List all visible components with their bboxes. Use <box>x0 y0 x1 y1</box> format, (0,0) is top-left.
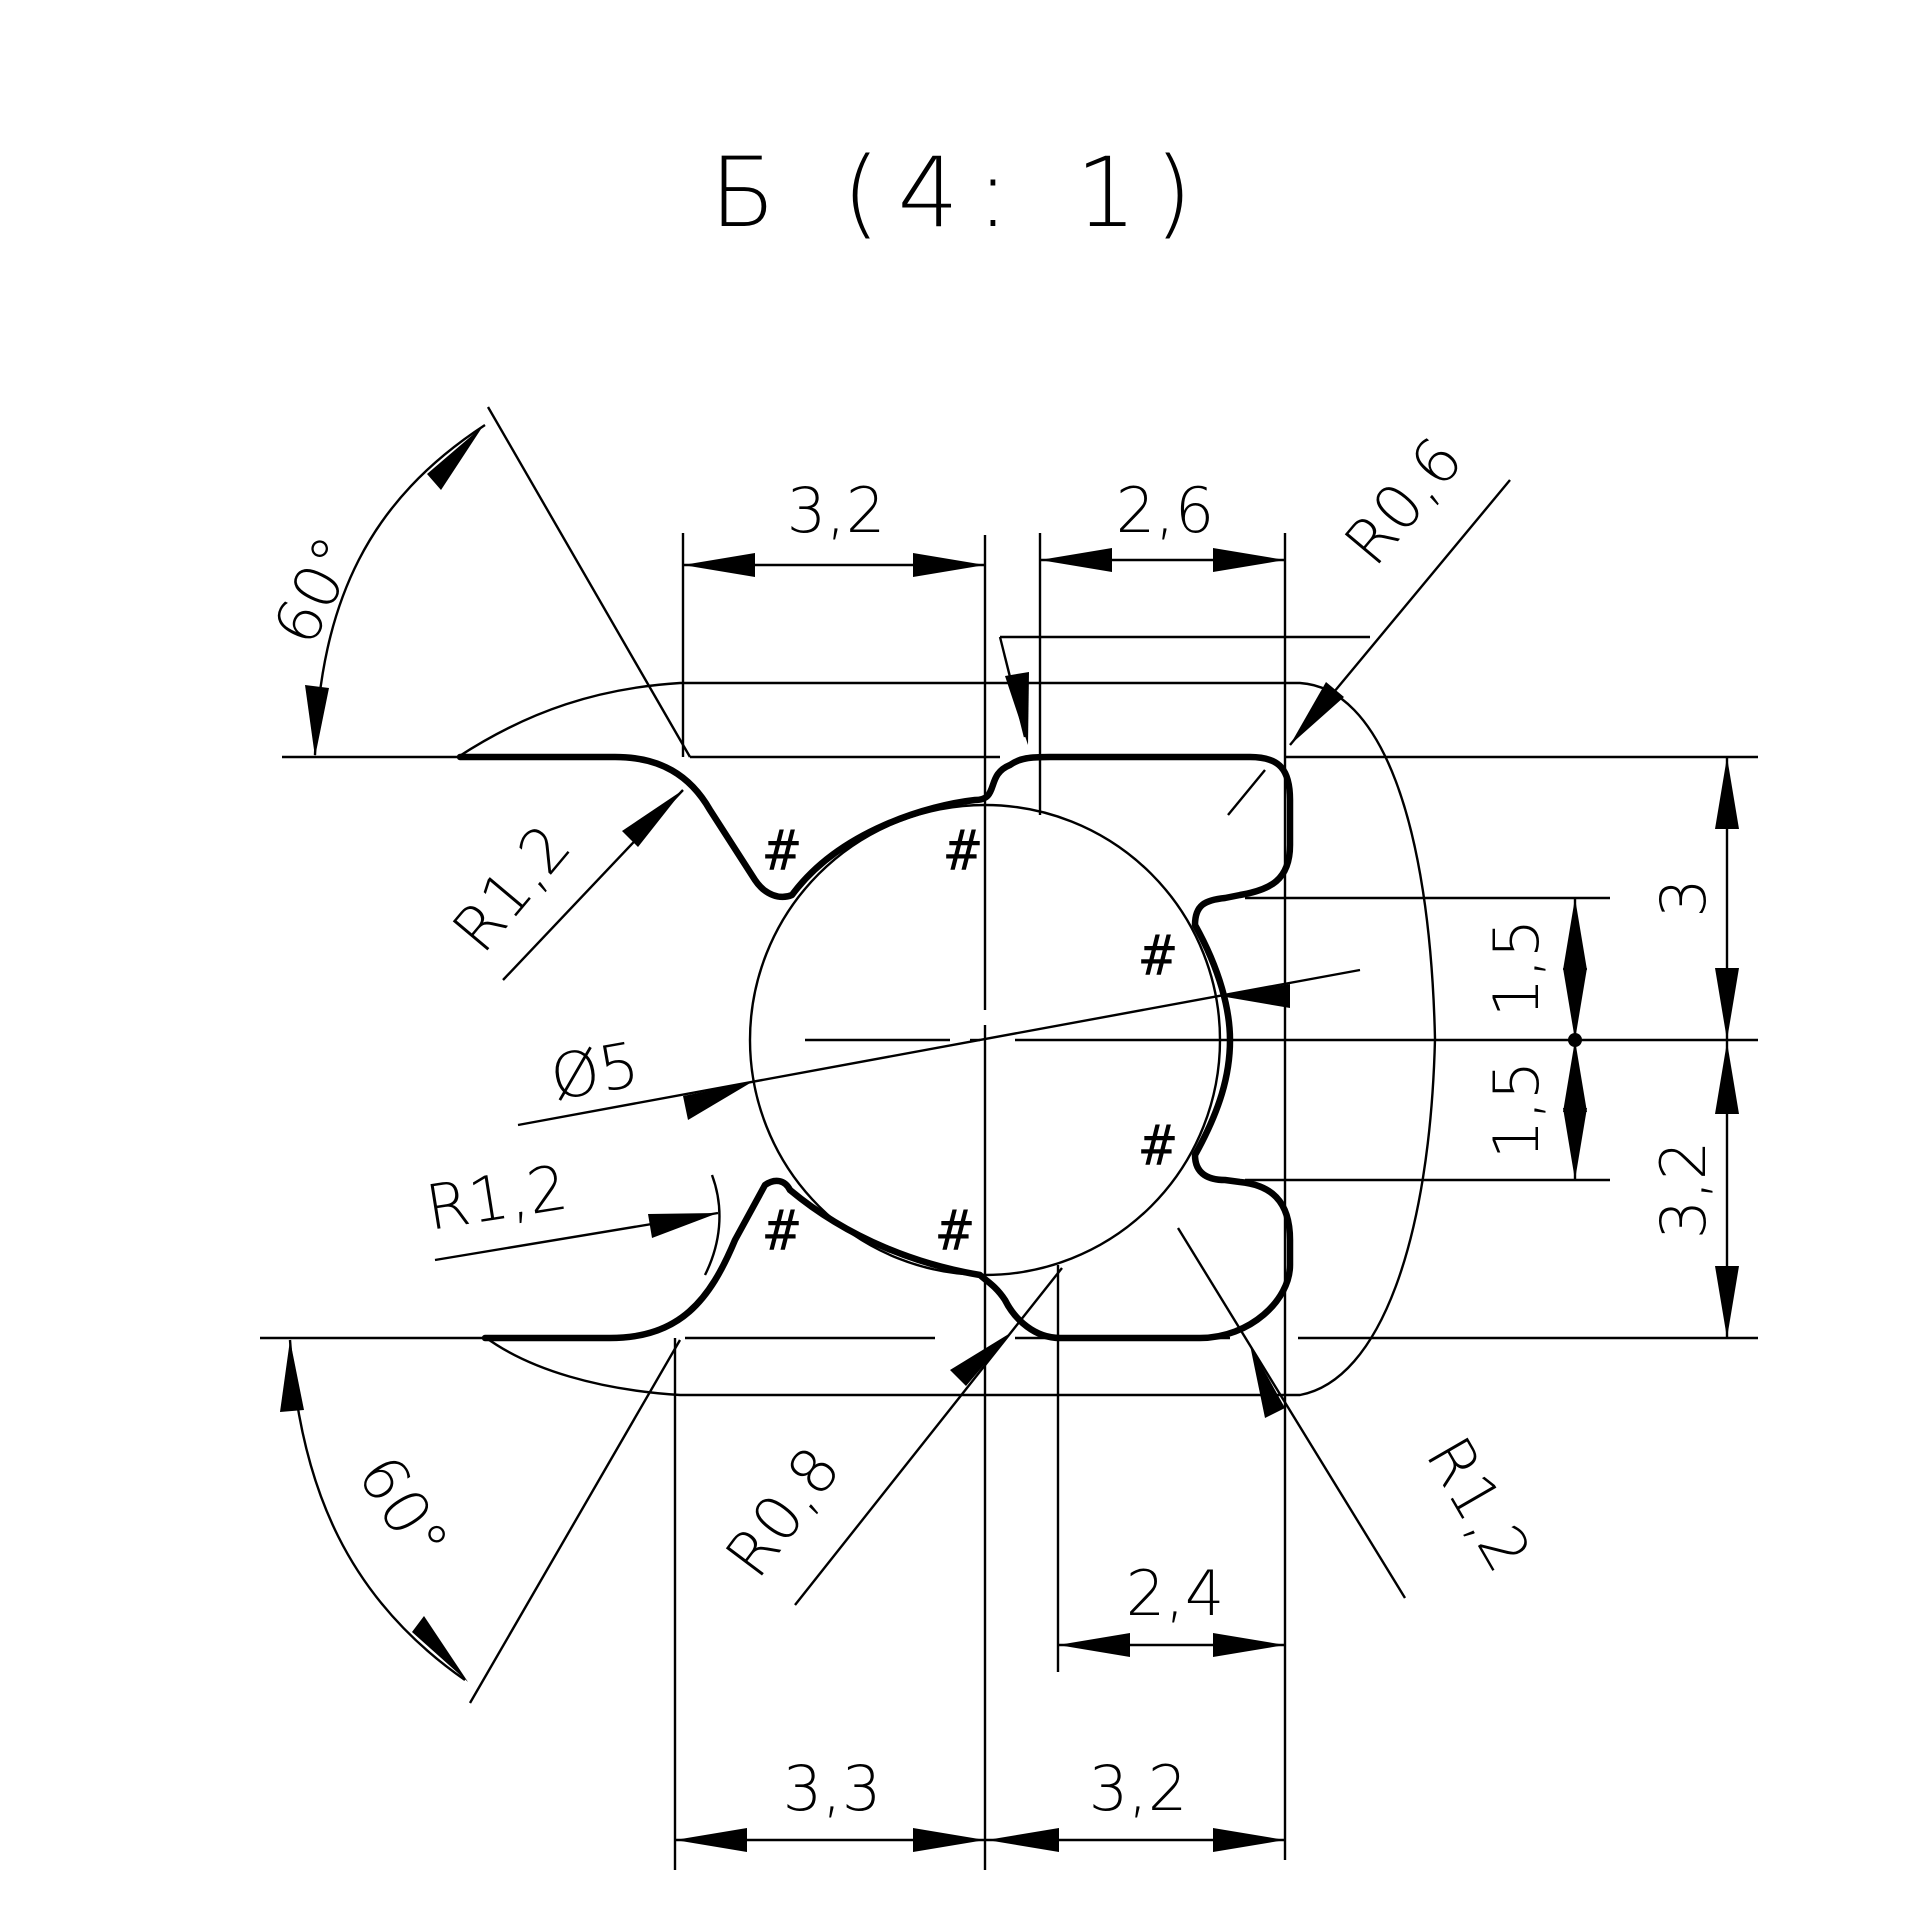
outer-envelope <box>457 681 1437 1397</box>
view-title: Б (4: 1) <box>710 137 1210 249</box>
dimension-arrows <box>675 548 1739 1852</box>
dim-angle-bottom: 60° <box>343 1443 463 1575</box>
extension-lines <box>673 533 1287 1870</box>
dim-diameter: Ø5 <box>545 1028 645 1115</box>
dim-radius-bottom-center: R0,8 <box>711 1434 855 1591</box>
angle-dimensions <box>280 406 692 1704</box>
profile-outline <box>456 753 1294 1342</box>
dim-height-right-top: 3 <box>1647 878 1720 917</box>
dim-radius-left-upper: R1,2 <box>438 810 585 965</box>
dim-width-top-right: 2,6 <box>1116 474 1215 547</box>
weld-mark: # <box>765 1199 799 1264</box>
dim-height-slot-lower: 1,5 <box>1480 1061 1553 1160</box>
weld-mark: # <box>1141 1114 1175 1179</box>
dim-radius-left-lower: R1,2 <box>421 1151 572 1245</box>
weld-mark: # <box>1141 924 1175 989</box>
weld-marks: # # # # # # <box>765 819 1175 1264</box>
dim-angle-top: 60° <box>259 525 373 656</box>
dim-width-bottom-inner: 2,4 <box>1126 1557 1225 1630</box>
dim-width-bottom-right: 3,2 <box>1089 1752 1188 1825</box>
weld-mark: # <box>946 819 980 884</box>
dim-width-top-left: 3,2 <box>787 474 886 547</box>
centerlines <box>805 535 1758 1870</box>
dim-width-bottom-left: 3,3 <box>783 1752 882 1825</box>
dim-radius-top-right: R0,6 <box>1330 423 1477 578</box>
weld-mark: # <box>765 819 799 884</box>
leader-lines <box>434 479 1511 1606</box>
dim-height-slot-upper: 1,5 <box>1480 919 1553 1018</box>
weld-mark: # <box>938 1199 972 1264</box>
dim-radius-bottom-right: R1,2 <box>1412 1425 1546 1584</box>
dim-height-right-bottom: 3,2 <box>1647 1141 1720 1240</box>
